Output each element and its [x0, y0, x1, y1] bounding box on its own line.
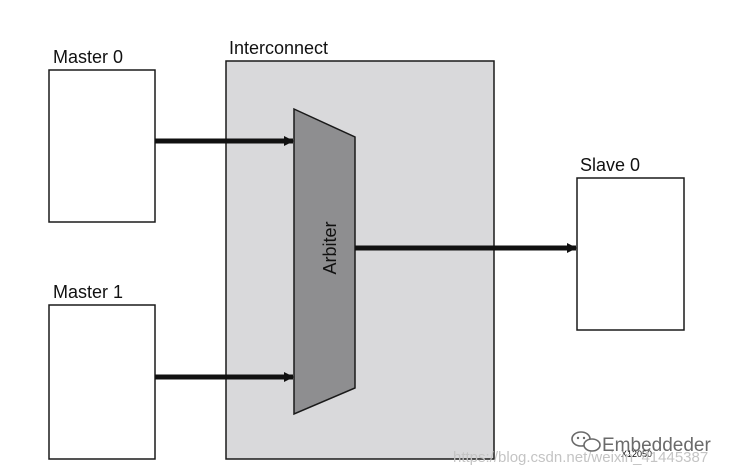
arbiter-label: Arbiter — [320, 221, 340, 274]
watermark-brand: Embeddeder — [602, 435, 711, 456]
figure-id: X12050 — [621, 449, 652, 459]
interconnect-box — [225, 60, 495, 460]
master-0-box — [48, 69, 156, 223]
interconnect-label: Interconnect — [229, 38, 328, 58]
master-1-box — [48, 304, 156, 460]
arbiter-block — [293, 107, 356, 416]
master-1-label: Master 1 — [53, 282, 123, 302]
watermark-url: https://blog.csdn.net/weixin_41445387 — [453, 449, 708, 466]
wechat-icon — [571, 431, 601, 452]
master-0-label: Master 0 — [53, 47, 123, 67]
slave-0-box — [576, 177, 685, 331]
slave-0-label: Slave 0 — [580, 155, 640, 175]
